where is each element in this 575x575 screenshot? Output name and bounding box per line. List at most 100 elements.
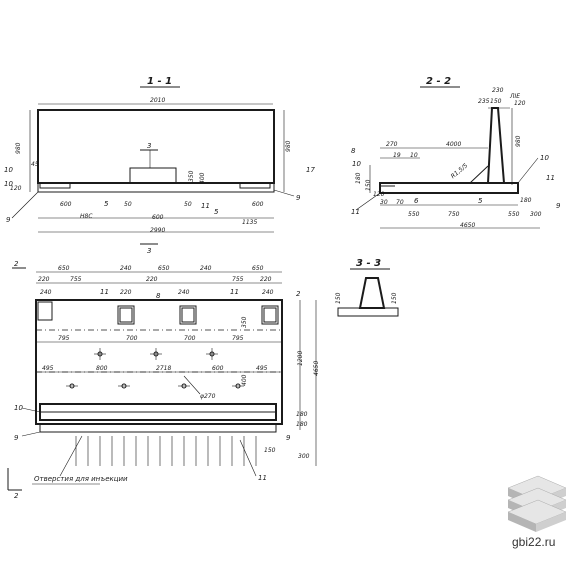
dim-70: 70 — [396, 199, 404, 206]
dim-120-top: 120 — [514, 100, 526, 107]
plan-795-b: 795 — [232, 335, 244, 342]
dim-4000: 4000 — [446, 141, 461, 148]
plan-240-a: 240 — [120, 265, 132, 272]
label-8: 8 — [351, 147, 356, 155]
plan-220-c: 220 — [260, 276, 272, 283]
label-11: 11 — [201, 202, 210, 210]
plan-240-c: 240 — [40, 289, 52, 296]
cut-2-bottom: 2 — [14, 492, 19, 500]
plan-400: 400 — [241, 374, 248, 386]
plan-650-a: 650 — [58, 265, 70, 272]
dim-980-right: 980 — [285, 140, 292, 152]
plan-795-a: 795 — [58, 335, 70, 342]
plan-label-11c: 11 — [258, 474, 267, 482]
dim-33-left: 150 — [335, 292, 342, 304]
dim-550-a: 550 — [408, 211, 420, 218]
dim-400: 400 — [199, 172, 206, 184]
label-9-left: 9 — [6, 216, 11, 224]
injection-marks — [75, 436, 257, 466]
cut-3-top: 3 — [147, 142, 151, 150]
cut-2-top: 2 — [14, 260, 19, 268]
dim-2990: 2990 — [150, 227, 165, 234]
dim-750: 750 — [448, 211, 460, 218]
plan-phi: φ270 — [200, 393, 216, 400]
section-2-2-title: 2 - 2 — [426, 76, 451, 87]
plan-650-c: 650 — [252, 265, 264, 272]
label-5: 5 — [214, 208, 219, 216]
dim-120: 120 — [10, 185, 22, 192]
plan-495-b: 495 — [256, 365, 268, 372]
plan-220-b: 220 — [146, 276, 158, 283]
dim-50-a: 50 — [124, 201, 132, 208]
plan-600: 600 — [212, 365, 224, 372]
dim-600-b: 600 — [152, 214, 164, 221]
plan-755-b: 755 — [232, 276, 244, 283]
label-17: 17 — [306, 166, 315, 174]
dim-10: 10 — [410, 152, 418, 159]
plan-2718: 2718 — [156, 365, 171, 372]
plan-650-b: 650 — [158, 265, 170, 272]
plan-300: 300 — [298, 453, 310, 460]
plan-label-11b: 11 — [230, 288, 239, 296]
plan-label-11: 11 — [100, 288, 109, 296]
gbi-logo-icon — [507, 475, 567, 532]
plan-240-e: 240 — [262, 289, 274, 296]
dim-150-22: 150 — [365, 179, 372, 191]
plan-1200: 1200 — [297, 351, 304, 366]
plan-view: 2 650 240 650 240 650 220 755 220 755 22… — [7, 260, 320, 500]
dim-150: 150 — [490, 98, 502, 105]
section-1-1-title: 1 - 1 — [147, 76, 172, 87]
label-10-a: 10 — [4, 166, 13, 174]
site-watermark: gbi22.ru — [512, 535, 556, 549]
dim-19: 19 — [393, 152, 401, 159]
label-10-22a: 10 — [352, 160, 361, 168]
plan-700-b: 700 — [184, 335, 196, 342]
dim-230: 230 — [492, 87, 504, 94]
dim-4650-22: 4650 — [460, 222, 475, 229]
dim-980-22: 980 — [515, 135, 522, 147]
dim-300: 300 — [530, 211, 542, 218]
plan-350: 350 — [241, 316, 248, 328]
label-11-22a: 11 — [351, 208, 360, 216]
section-3-3: 3 - 3 150 150 — [335, 258, 399, 317]
dim-45: 45 — [31, 161, 39, 168]
dim-270: 270 — [386, 141, 398, 148]
dim-180-22: 180 — [355, 172, 362, 184]
plan-4650: 4650 — [313, 361, 320, 376]
plan-label-8: 8 — [156, 292, 161, 300]
section-2-2: 2 - 2 230 150 ЛIE 235 120 980 R1,5/5 270… — [351, 76, 561, 229]
plan-240-b: 240 — [200, 265, 212, 272]
dim-lie: ЛIE — [509, 93, 520, 100]
plan-150: 150 — [264, 447, 276, 454]
dim-235: 235 — [478, 98, 490, 105]
label-5b: 5 — [104, 200, 109, 208]
label-6: 6 — [414, 197, 419, 205]
dim-30: 30 — [380, 199, 388, 206]
plan-220-a: 220 — [38, 276, 50, 283]
dim-600-a: 600 — [60, 201, 72, 208]
dim-r: R1,5/5 — [450, 162, 470, 180]
dim-2010: 2010 — [150, 97, 165, 104]
dim-120-22: 120 — [373, 191, 385, 198]
plan-220-d: 220 — [120, 289, 132, 296]
dim-33-right: 150 — [391, 292, 398, 304]
plan-755-a: 755 — [70, 276, 82, 283]
plan-180-b: 180 — [296, 421, 308, 428]
dim-600-c: 600 — [252, 201, 264, 208]
label-9-22: 9 — [556, 202, 561, 210]
plan-label-2: 2 — [296, 290, 301, 298]
dim-550-b: 550 — [508, 211, 520, 218]
section-1-1: 1 - 1 2010 3 980 45 120 980 350 400 600 … — [4, 76, 315, 255]
label-11-22b: 11 — [546, 174, 555, 182]
nibs-label: H8C — [80, 213, 93, 220]
label-10-22b: 10 — [540, 154, 549, 162]
plan-240-d: 240 — [178, 289, 190, 296]
dim-1135: 1135 — [242, 219, 257, 226]
dim-980-left: 980 — [15, 142, 22, 154]
dim-180-right: 180 — [520, 197, 532, 204]
label-10-b: 10 — [4, 180, 13, 188]
dim-350: 350 — [188, 170, 195, 182]
label-9-right: 9 — [296, 194, 301, 202]
plan-180-a: 180 — [296, 411, 308, 418]
dim-50-b: 50 — [184, 201, 192, 208]
